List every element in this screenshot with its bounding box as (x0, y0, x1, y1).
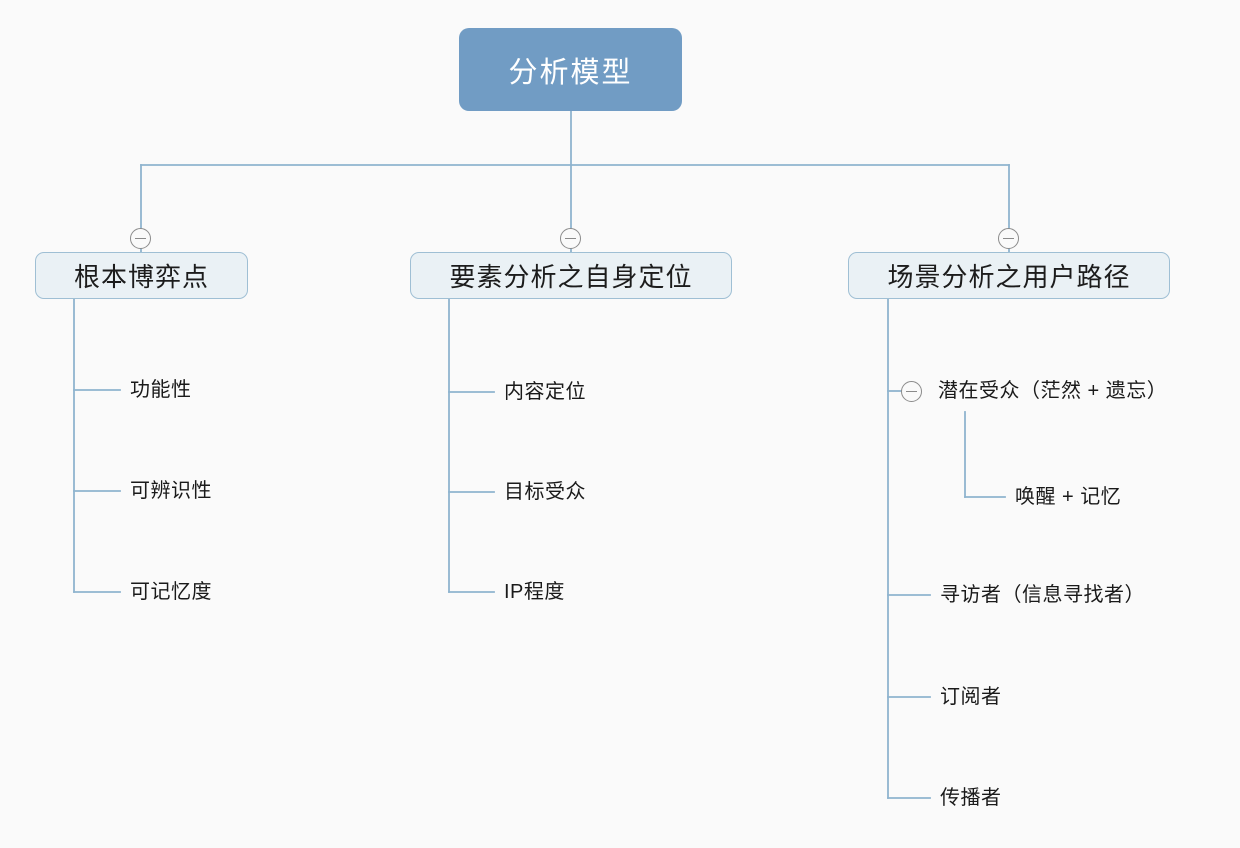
collapse-toggle-branch-1[interactable] (560, 228, 581, 249)
collapse-toggle-branch-0[interactable] (130, 228, 151, 249)
collapse-toggle-potential-audience[interactable] (901, 381, 922, 402)
collapse-toggle-branch-2[interactable] (998, 228, 1019, 249)
leaf-visitor-information-seeker[interactable]: 寻访者（信息寻找者） (940, 584, 1145, 606)
branch-node-root-game-point[interactable]: 根本博弈点 (35, 252, 248, 299)
leaf-subscriber[interactable]: 订阅者 (940, 686, 1002, 708)
leaf-memorability[interactable]: 可记忆度 (130, 581, 212, 603)
leaf-content-positioning[interactable]: 内容定位 (504, 381, 586, 403)
leaf-functionality[interactable]: 功能性 (130, 379, 192, 401)
branch-node-element-analysis[interactable]: 要素分析之自身定位 (410, 252, 732, 299)
leaf-target-audience[interactable]: 目标受众 (504, 481, 586, 503)
branch-node-scene-analysis[interactable]: 场景分析之用户路径 (848, 252, 1170, 299)
leaf-ip-level[interactable]: IP程度 (504, 581, 565, 603)
leaf-potential-audience[interactable]: 潜在受众（茫然 + 遗忘） (938, 380, 1168, 402)
leaf-awaken-memory[interactable]: 唤醒 + 记忆 (1015, 486, 1122, 508)
root-node[interactable]: 分析模型 (459, 28, 682, 111)
leaf-disseminator[interactable]: 传播者 (940, 787, 1002, 809)
leaf-recognizability[interactable]: 可辨识性 (130, 480, 212, 502)
